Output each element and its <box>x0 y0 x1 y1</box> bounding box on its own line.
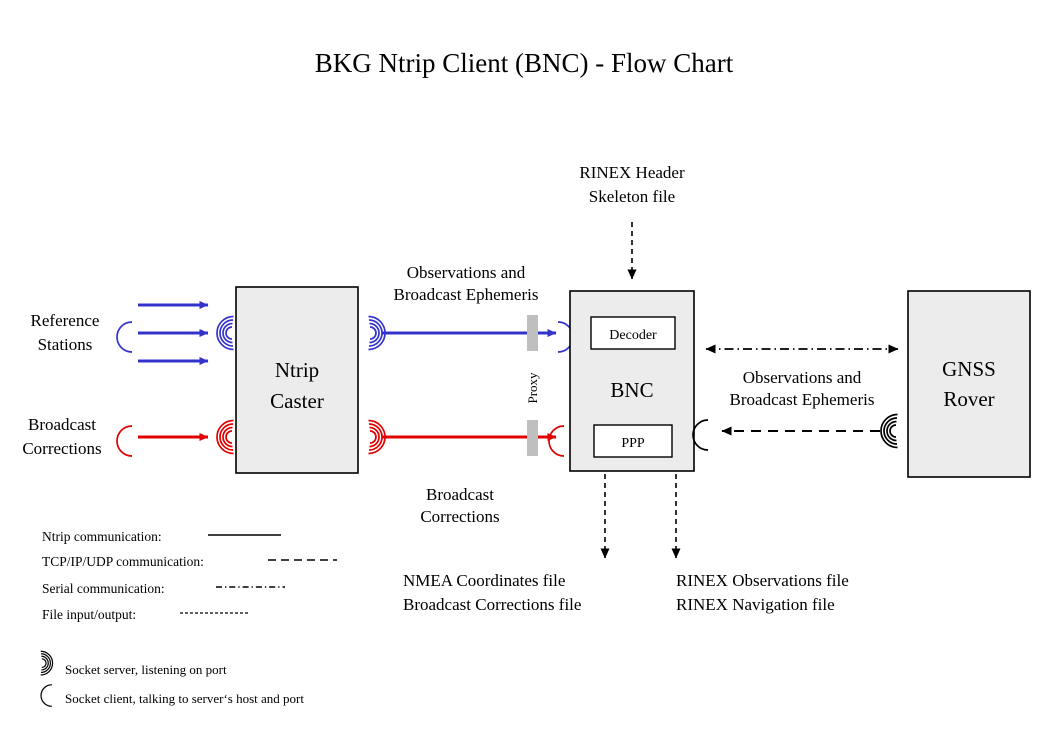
broadcast-corrections-source-label-line1: Broadcast <box>28 415 96 434</box>
ppp-label: PPP <box>621 436 645 451</box>
socket-client-icon-reference-stations <box>116 321 133 353</box>
ntrip-caster-box[interactable] <box>235 286 359 474</box>
socket-client-icon-legend <box>40 684 53 707</box>
observations-ephemeris-mid-label-line2: Broadcast Ephemeris <box>394 285 539 304</box>
nmea-output-label-line1: NMEA Coordinates file <box>403 571 565 590</box>
legend-label-ntrip-communication: Ntrip communication: <box>42 529 162 544</box>
proxy-bar-top <box>527 315 538 351</box>
reference-stations-label-line2: Stations <box>38 335 93 354</box>
gnss-rover-label-line2: Rover <box>943 387 994 411</box>
socket-client-icon-bnc-rover <box>692 419 709 451</box>
socket-server-icon-caster-in-obs <box>216 315 235 351</box>
legend-label-socket-client: Socket client, talking to server‘s host … <box>65 691 304 706</box>
page-title: BKG Ntrip Client (BNC) - Flow Chart <box>315 48 734 78</box>
observations-ephemeris-mid-label-line1: Observations and <box>407 263 526 282</box>
legend-label-socket-server: Socket server, listening on port <box>65 662 227 677</box>
decoder-box[interactable] <box>590 316 676 350</box>
ntrip-caster-label-line2: Caster <box>270 389 324 413</box>
rinex-output-label-line2: RINEX Navigation file <box>676 595 835 614</box>
ppp-box[interactable] <box>593 424 673 458</box>
socket-server-icon-rover <box>880 413 899 449</box>
socket-client-icon-broadcast-corrections <box>116 425 133 457</box>
rinex-skeleton-label-line1: RINEX Header <box>579 163 685 182</box>
observations-ephemeris-right-label-line2: Broadcast Ephemeris <box>730 390 875 409</box>
broadcast-corrections-source-label-line2: Corrections <box>22 439 101 458</box>
broadcast-corrections-mid-label-line1: Broadcast <box>426 485 494 504</box>
gnss-rover-label-line1: GNSS <box>942 357 996 381</box>
legend-label-tcpip-communication: TCP/IP/UDP communication: <box>42 554 204 569</box>
socket-server-icon-legend <box>40 650 54 676</box>
reference-stations-label-line1: Reference <box>31 311 100 330</box>
bnc-label: BNC <box>610 378 653 402</box>
socket-client-icon-bnc-in-corr <box>548 425 565 457</box>
legend-label-file-io: File input/output: <box>42 607 136 622</box>
broadcast-corrections-mid-label-line2: Corrections <box>420 507 499 526</box>
socket-server-icon-caster-in-corr <box>216 419 235 455</box>
gnss-rover-box[interactable] <box>907 290 1031 478</box>
observations-ephemeris-right-label-line1: Observations and <box>743 368 862 387</box>
rinex-output-label-line1: RINEX Observations file <box>676 571 849 590</box>
legend-label-serial-communication: Serial communication: <box>42 581 165 596</box>
nmea-output-label-line2: Broadcast Corrections file <box>403 595 581 614</box>
proxy-bar-bottom <box>527 420 538 456</box>
ntrip-caster-label-line1: Ntrip <box>275 358 319 382</box>
proxy-label: Proxy <box>525 372 540 404</box>
rinex-skeleton-label-line2: Skeleton file <box>589 187 675 206</box>
decoder-label: Decoder <box>609 328 657 343</box>
